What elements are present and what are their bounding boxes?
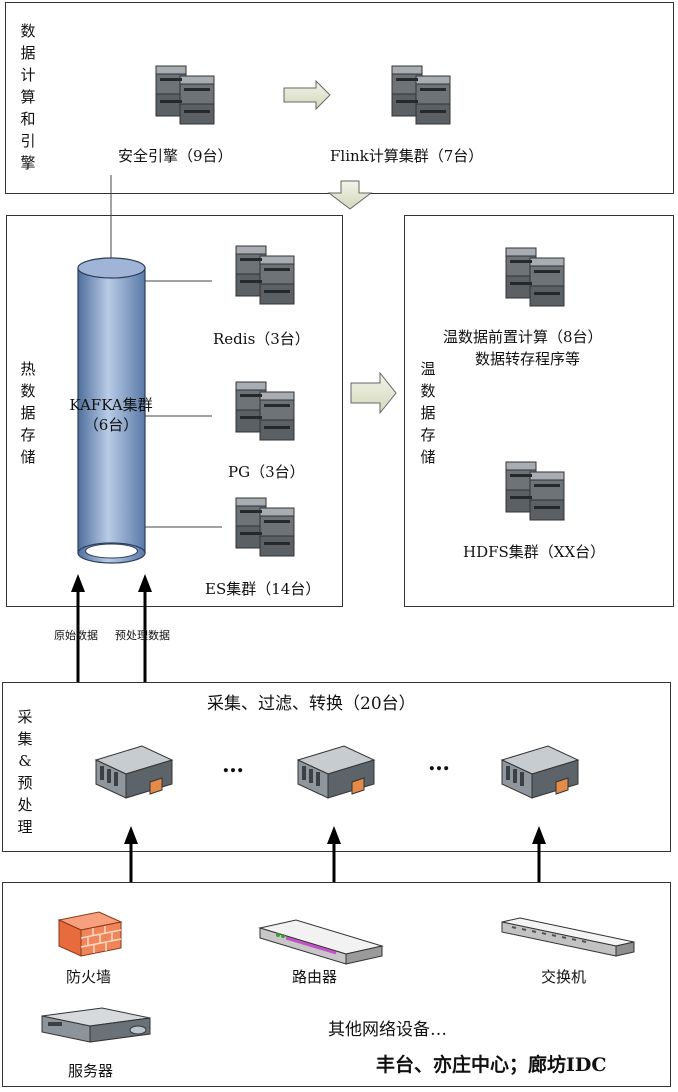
switch-label: 交换机 [541,968,587,986]
server-label: 服务器 [68,1062,114,1080]
redis-cluster-icon [235,245,295,305]
flink-label: Flink计算集群（7台） [330,147,484,165]
kafka-label: KAFKA集群（6台） [60,395,162,435]
collector-server-icon [94,745,174,799]
collector-server-icon [296,745,376,799]
collect-side-label: 采集&预处理 [17,708,33,836]
firewall-icon [57,911,123,957]
source-arrow-3 [532,826,546,882]
switch-icon [501,917,635,957]
es-label: ES集群（14台） [205,580,321,598]
collect-ellipsis-2: … [428,750,450,776]
security-engine-label: 安全引擎（9台） [118,147,233,165]
preprocessed-data-label: 预处理数据 [115,629,170,642]
compute-side-label: 数据计算和引擎 [20,22,36,172]
firewall-label: 防火墙 [66,968,112,986]
precompute-label-line1: 温数据前置计算（8台） [443,328,603,346]
fat-arrow-right-top [283,79,331,111]
flink-cluster-icon [391,65,451,125]
pg-cluster-icon [235,381,295,441]
hdfs-label: HDFS集群（XX台） [463,543,606,561]
fat-arrow-down [327,180,373,210]
router-label: 路由器 [292,968,338,986]
hdfs-cluster-icon [505,461,565,521]
security-engine-cluster-icon [155,65,215,125]
collect-title: 采集、过滤、转换（20台） [207,694,416,714]
hot-side-label: 热数据存储 [20,360,36,466]
precompute-cluster-icon [505,247,565,307]
fat-arrow-right-mid [350,371,397,415]
warm-side-label: 温数据存储 [420,360,436,466]
es-cluster-icon [235,497,295,557]
kafka-cylinder [77,257,146,564]
collector-server-icon [500,745,580,799]
precompute-label-line2: 数据转存程序等 [475,350,581,368]
source-arrow-1 [124,826,138,882]
kafka-label-text: KAFKA集群（6台） [69,396,153,434]
server-icon [41,1007,151,1043]
redis-label: Redis（3台） [213,330,310,348]
source-arrow-2 [327,826,341,882]
raw-data-arrow [71,574,85,682]
router-icon [258,919,384,965]
collect-ellipsis-1: … [222,752,244,778]
preprocessed-data-arrow [138,574,152,682]
pg-label: PG（3台） [228,463,305,481]
compute-panel [5,2,674,194]
raw-data-label: 原始数据 [54,629,98,642]
other-devices-label: 其他网络设备… [328,1020,447,1040]
sources-panel [2,882,671,1087]
location-label: 丰台、亦庄中心；廊坊IDC [376,1054,607,1076]
